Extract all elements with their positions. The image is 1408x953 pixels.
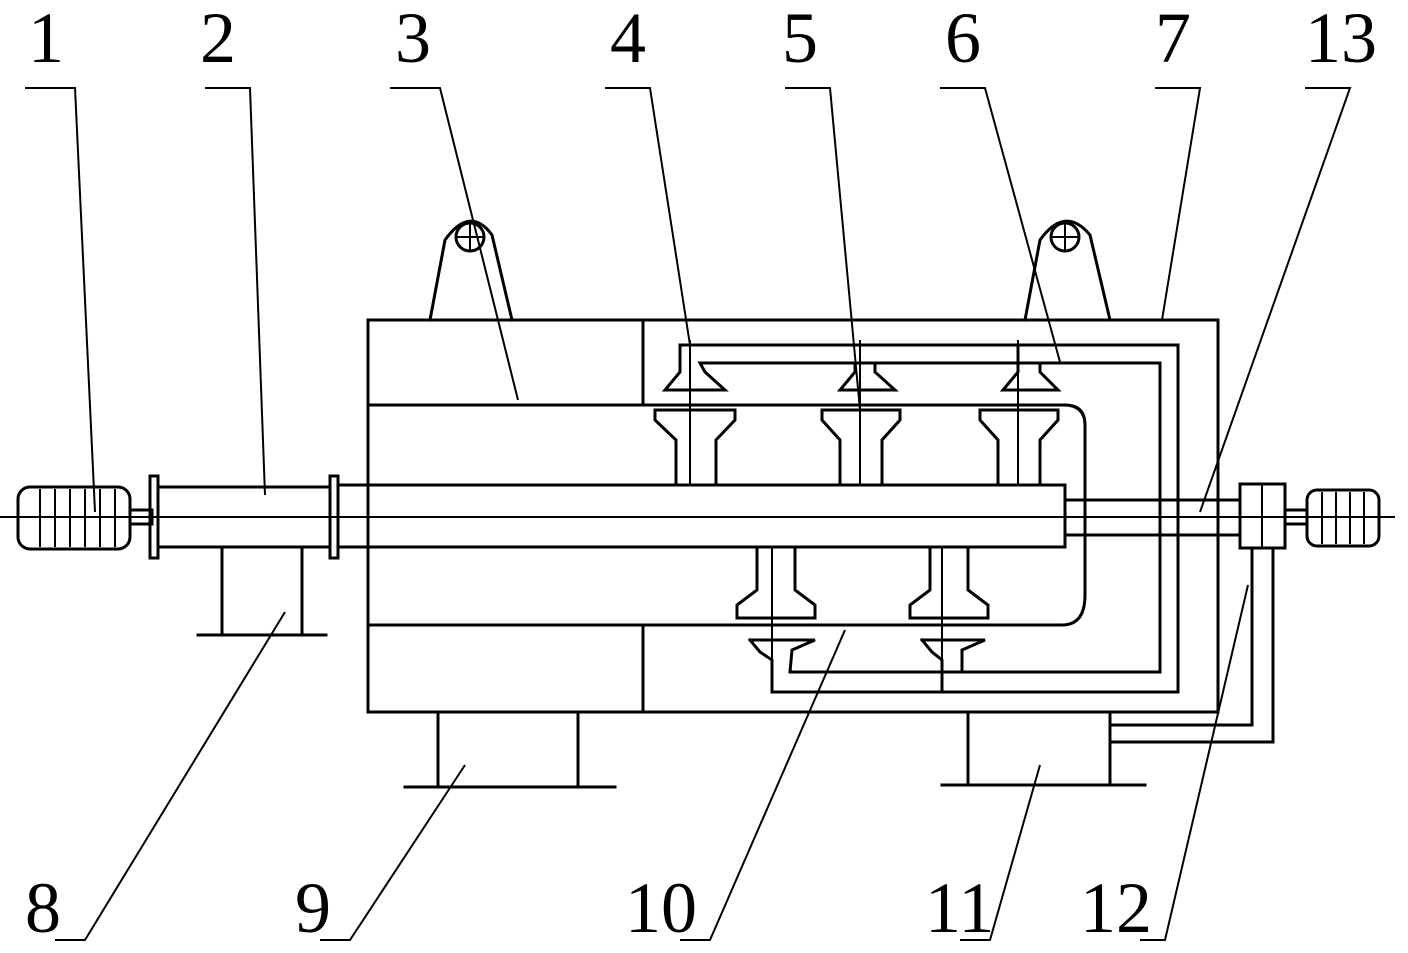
label-4: 4 [610, 0, 646, 78]
leader-lines [25, 87, 1352, 941]
rotor-cage [678, 343, 1180, 694]
housing [366, 318, 1220, 714]
lower-fixed-teeth [747, 637, 986, 694]
label-12: 12 [1080, 868, 1152, 948]
upper-fixed-teeth [661, 343, 1062, 392]
left-motor [16, 485, 154, 551]
label-3: 3 [395, 0, 431, 78]
label-1: 1 [28, 0, 64, 78]
label-10: 10 [625, 868, 697, 948]
label-5: 5 [782, 0, 818, 78]
tooth-shafts [689, 340, 1019, 692]
lifting-lug-left [428, 219, 514, 322]
label-9: 9 [295, 868, 331, 948]
label-11: 11 [925, 868, 994, 948]
label-7: 7 [1155, 0, 1191, 78]
callout-labels: 1 2 3 4 5 6 7 13 8 9 10 11 12 [25, 0, 1377, 948]
label-13: 13 [1305, 0, 1377, 78]
label-2: 2 [200, 0, 236, 78]
label-8: 8 [25, 868, 61, 948]
lower-rotating-teeth [735, 545, 990, 620]
right-motor [1305, 488, 1381, 548]
support-9 [403, 710, 617, 789]
support-11 [940, 546, 1275, 787]
label-6: 6 [945, 0, 981, 78]
lifting-lug-right [1023, 219, 1112, 322]
support-8 [196, 545, 328, 637]
upper-rotating-teeth [653, 408, 1060, 487]
